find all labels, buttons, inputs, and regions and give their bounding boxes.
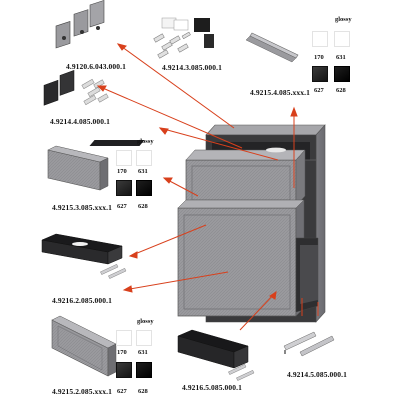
code-white-fittings: 4.9214.3.085.000.1 [162, 63, 222, 72]
code-runners: 4.9214.5.085.000.1 [287, 370, 347, 379]
swatch-label-627: 627 [117, 388, 127, 395]
swatch-627 [116, 180, 132, 196]
swatch-label-631: 631 [138, 349, 148, 356]
glossy-label: glossy [137, 318, 154, 325]
code-black-fittings: 4.9214.4.085.000.1 [50, 117, 110, 126]
code-lower-drawer-box: 4.9216.5.085.000.1 [182, 383, 242, 392]
swatch-627 [116, 362, 132, 378]
swatch-label-170: 170 [314, 54, 324, 61]
lower-drawer-front [177, 199, 319, 317]
leveling-legs-part [55, 0, 105, 49]
swatch-label-628: 628 [138, 203, 148, 210]
swatch-631 [136, 330, 152, 346]
swatch-label-628: 628 [138, 388, 148, 395]
runners-part [283, 331, 335, 357]
glossy-label: glossy [137, 138, 154, 145]
swatch-170 [312, 31, 328, 47]
swatch-label-170: 170 [117, 349, 127, 356]
swatch-170 [116, 330, 132, 346]
code-upper-drawer-box: 4.9216.2.085.000.1 [52, 296, 112, 305]
upper-drawer-box-part [41, 233, 127, 279]
code-upper-front-panel: 4.9215.3.085.xxx.1 [52, 203, 112, 212]
upper-front-panel-part [47, 145, 109, 191]
swatch-631 [334, 31, 350, 47]
leader-lines [96, 43, 319, 331]
lower-front-panel-part [51, 315, 117, 377]
swatch-label-627: 627 [117, 203, 127, 210]
swatch-label-631: 631 [138, 168, 148, 175]
lower-drawer-box-part [177, 329, 255, 381]
swatch-628 [136, 180, 152, 196]
swatch-628 [136, 362, 152, 378]
swatch-170 [116, 150, 132, 166]
code-handle: 4.9215.4.085.xxx.1 [250, 88, 310, 97]
swatch-628 [334, 66, 350, 82]
code-lower-front-panel: 4.9215.2.085.xxx.1 [52, 387, 112, 396]
code-leveling-legs: 4.9120.6.043.000.1 [66, 62, 126, 71]
glossy-label: glossy [335, 16, 352, 23]
swatch-label-627: 627 [314, 87, 324, 94]
handle-bar-part [245, 32, 299, 63]
swatch-label-628: 628 [336, 87, 346, 94]
swatch-label-631: 631 [336, 54, 346, 61]
black-fittings-part [43, 70, 109, 106]
swatch-label-170: 170 [117, 168, 127, 175]
white-fittings-part [153, 17, 214, 59]
swatch-627 [312, 66, 328, 82]
swatch-631 [136, 150, 152, 166]
